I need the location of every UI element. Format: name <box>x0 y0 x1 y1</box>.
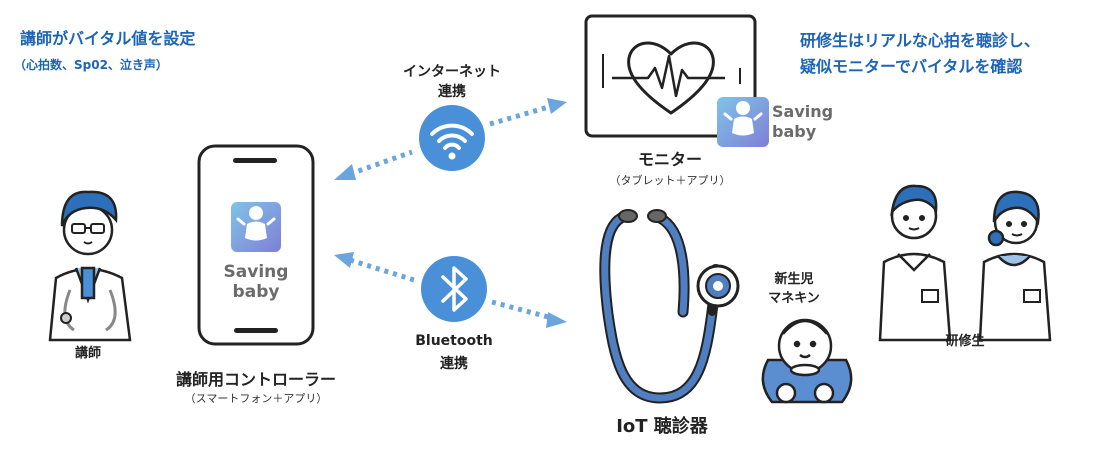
monitor-app-logo-text-line2: baby <box>772 122 817 141</box>
ecg-line-icon <box>612 54 725 98</box>
controller-phone <box>197 144 315 346</box>
monitor-sublabel: （タブレット＋アプリ） <box>609 174 731 187</box>
monitor-tablet <box>584 14 769 147</box>
bluetooth-arrow <box>349 257 553 321</box>
monitor-app-logo-text-line1: Saving <box>772 102 834 121</box>
internet-link-label: インターネット <box>403 64 501 80</box>
bluetooth-icon <box>421 256 487 322</box>
heart-icon <box>627 41 715 115</box>
trainee-note-line1: 研修生はリアルな心拍を聴診し、 <box>800 31 1040 50</box>
internet-link-label-2: 連携 <box>438 84 466 100</box>
stethoscope-label: IoT 聴診器 <box>616 416 708 437</box>
trainees-label: 研修生 <box>945 334 985 349</box>
instructor-doctor-icon <box>48 190 132 342</box>
monitor-app-logo-text: Saving baby <box>772 102 844 142</box>
instructor-note-title: 講師がバイタル値を設定 <box>20 29 196 48</box>
bluetooth-arrow-head-left <box>334 252 354 268</box>
controller-label: 講師用コントローラー <box>175 370 336 389</box>
trainee-2-icon <box>978 190 1052 342</box>
wifi-icon <box>419 105 485 171</box>
controller-sublabel: （スマートフォン＋アプリ） <box>184 392 328 405</box>
stethoscope-icon <box>599 209 740 404</box>
app-logo-text-line2: baby <box>232 282 280 302</box>
baby-manikin-icon <box>761 318 853 404</box>
internet-arrow-head-left <box>334 164 356 180</box>
bluetooth-link-label-2: 連携 <box>440 356 468 372</box>
manikin-label: 新生児 <box>774 272 814 287</box>
app-logo-text-line1: Saving <box>223 262 289 282</box>
instructor-note-detail: （心拍数、Sp02、泣き声） <box>14 58 168 72</box>
bluetooth-link-label: Bluetooth <box>415 333 493 349</box>
bluetooth-arrow-head-right <box>546 312 567 328</box>
manikin-label-2: マネキン <box>768 291 820 306</box>
internet-arrow <box>349 103 553 177</box>
instructor-label: 講師 <box>74 346 101 361</box>
monitor-label: モニター <box>637 150 702 169</box>
internet-arrow-head-right <box>547 98 567 114</box>
app-logo-text: Saving baby <box>206 262 306 302</box>
trainee-1-icon <box>878 184 952 342</box>
trainee-note-line2: 疑似モニターでバイタルを確認 <box>800 57 1023 76</box>
